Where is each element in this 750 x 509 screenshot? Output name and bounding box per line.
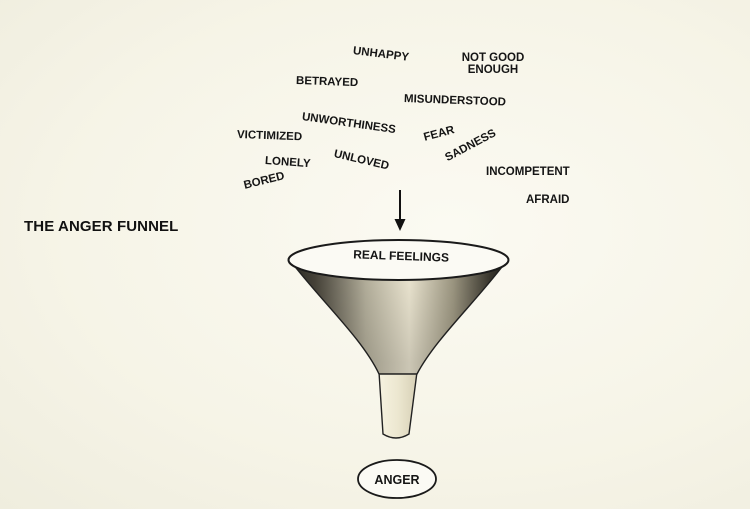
feeling-word-afraid: AFRAID xyxy=(526,194,570,206)
funnel-spout xyxy=(378,371,418,439)
funnel-rim xyxy=(287,239,510,281)
anger-label: ANGER xyxy=(374,473,419,487)
funnel-label: REAL FEELINGS xyxy=(353,247,449,264)
feeling-word-not-good-enough: NOT GOOD ENOUGH xyxy=(461,52,525,77)
feeling-word-incompetent: INCOMPETENT xyxy=(486,166,570,178)
down-arrow-icon xyxy=(394,190,406,231)
anger-bubble xyxy=(357,459,437,499)
diagram-title: THE ANGER FUNNEL xyxy=(24,218,179,235)
